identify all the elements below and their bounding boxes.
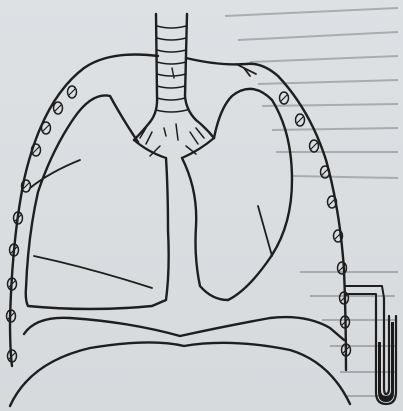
diaphragm [10, 317, 350, 406]
trachea [150, 14, 196, 122]
manometer-fluid [378, 322, 394, 402]
bleed-through-text [225, 8, 398, 396]
rib-marker [310, 140, 319, 152]
rib-marker [280, 92, 289, 104]
thoracic-wall [10, 55, 346, 371]
rib-marker [296, 114, 305, 126]
rib-marker [42, 122, 51, 134]
rib-marker [54, 102, 63, 114]
rib-markers [7, 86, 351, 362]
bronchi [134, 120, 214, 158]
rib-marker [68, 86, 77, 98]
